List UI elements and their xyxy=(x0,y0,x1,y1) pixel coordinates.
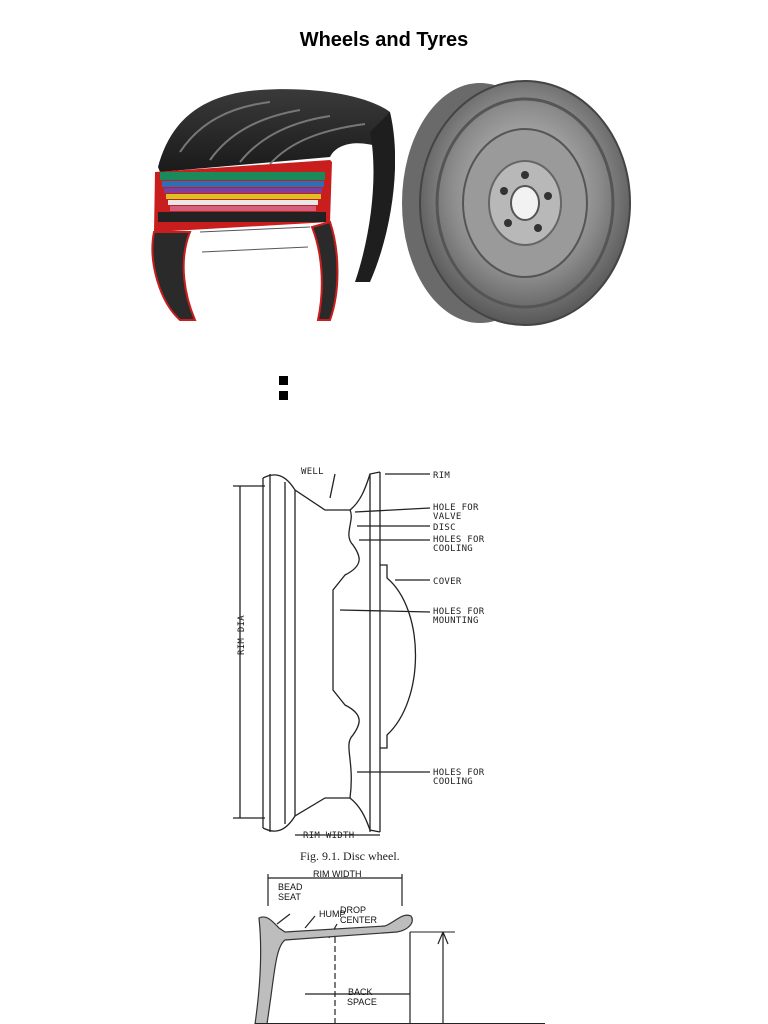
label-holes-mounting-1: HOLES FOR xyxy=(433,607,485,617)
steel-wheel-rim-illustration xyxy=(402,80,631,326)
label-holes-cooling-2: COOLING xyxy=(433,544,473,554)
label-disc: DISC xyxy=(433,523,456,533)
tyre-cross-section-illustration xyxy=(151,89,395,321)
label-holes-cooling-bottom-1: HOLES FOR xyxy=(433,768,485,778)
page-title: Wheels and Tyres xyxy=(299,29,469,51)
label-drop-1: DROP xyxy=(340,905,366,915)
label-holes-cooling-bottom-2: COOLING xyxy=(433,777,473,787)
rim-profile-diagram: RIM WIDTH BEAD SEAT HUMP DROP CENTER BAC… xyxy=(254,869,545,1024)
label-cover: COVER xyxy=(433,577,462,587)
label-bead-2: SEAT xyxy=(278,892,301,902)
label-rim-width-top: RIM WIDTH xyxy=(313,869,362,879)
bullet-mark-top xyxy=(279,376,288,385)
label-hole-for-valve-1: HOLE FOR xyxy=(433,503,479,513)
disc-wheel-diagram: WELL RIM HOLE FOR VALVE DISC HOLES FOR C… xyxy=(233,467,485,841)
bullet-mark-bottom xyxy=(279,391,288,400)
label-holes-mounting-2: MOUNTING xyxy=(433,616,479,626)
label-back-2: SPACE xyxy=(347,997,377,1007)
label-bead-1: BEAD xyxy=(278,882,303,892)
figure-caption: Fig. 9.1. Disc wheel. xyxy=(300,849,400,863)
label-rim: RIM xyxy=(433,471,450,481)
label-rim-dia: RIM DIA xyxy=(237,615,247,655)
label-hole-for-valve-2: VALVE xyxy=(433,512,462,522)
label-hump: HUMP xyxy=(319,909,346,919)
label-well: WELL xyxy=(301,467,324,477)
label-holes-cooling-1: HOLES FOR xyxy=(433,535,485,545)
label-drop-2: CENTER xyxy=(340,915,378,925)
label-back-1: BACK xyxy=(348,987,373,997)
label-rim-width: RIM WIDTH xyxy=(303,831,354,841)
